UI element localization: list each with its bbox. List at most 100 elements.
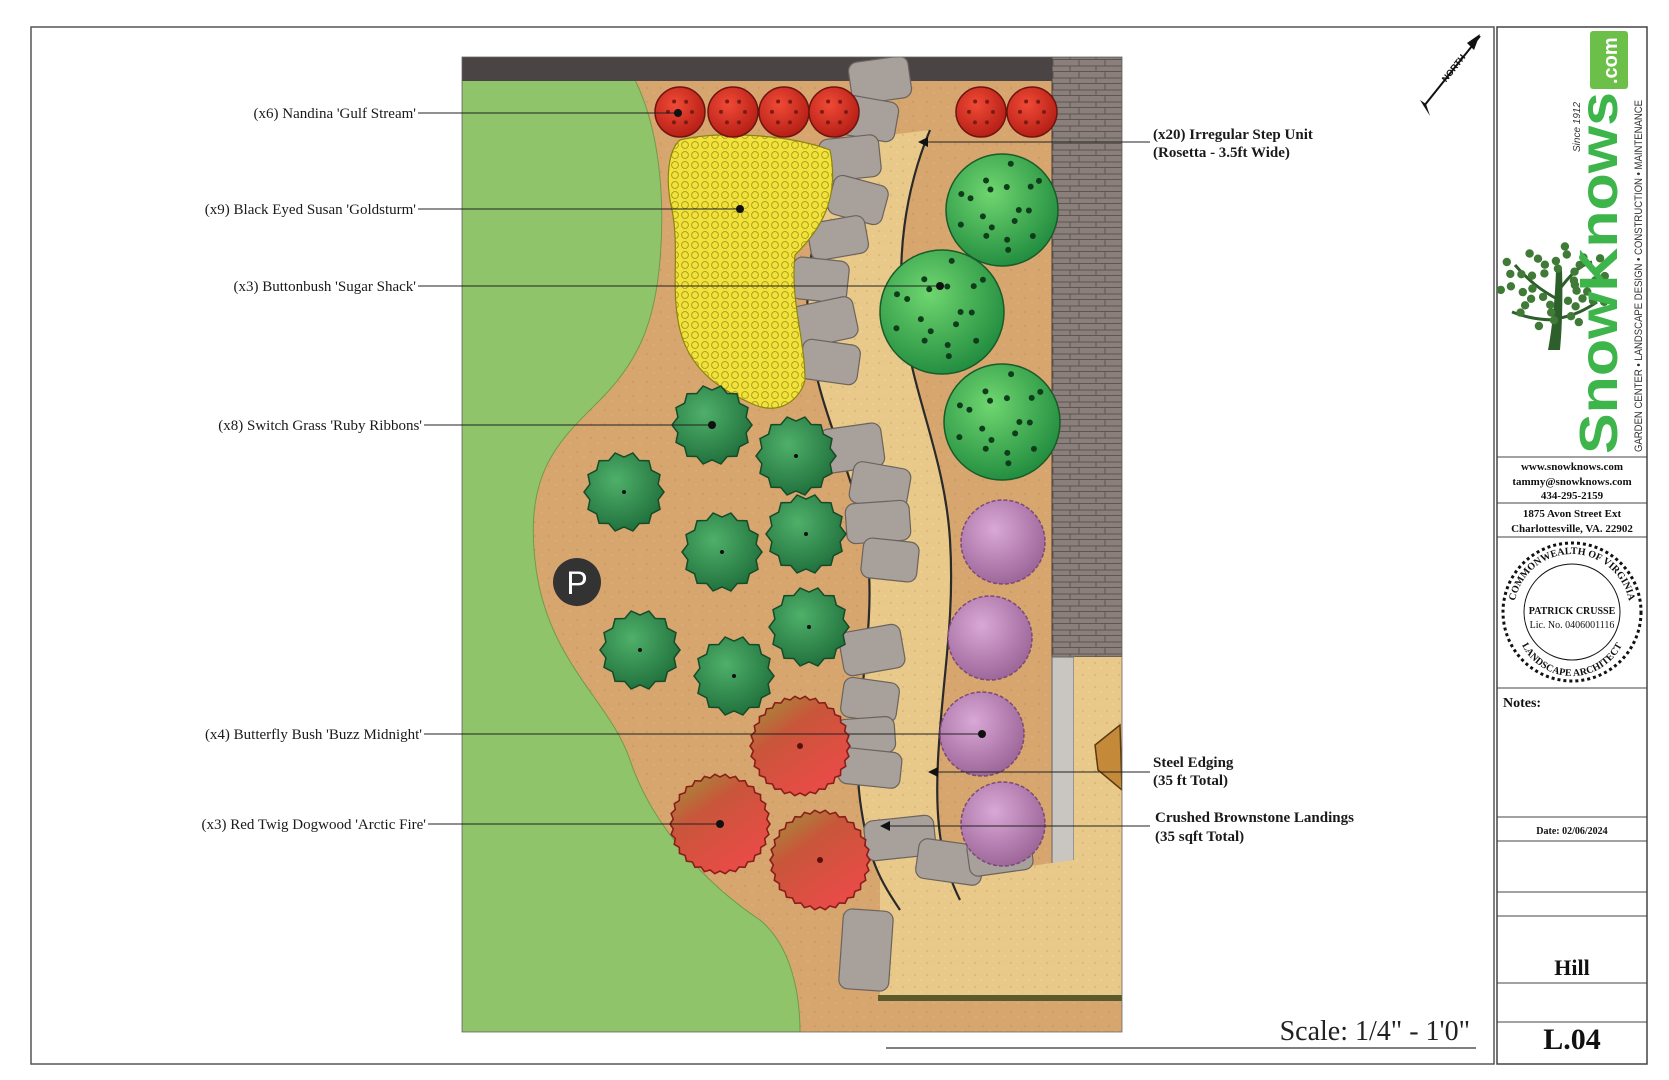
logo-leaf xyxy=(1595,254,1605,263)
butterfly-bush-symbol xyxy=(947,595,1033,681)
buttonbush-texture xyxy=(1025,207,1032,214)
nandina-symbol xyxy=(955,86,1007,138)
logo-leaf xyxy=(1551,256,1561,266)
switch-grass-center xyxy=(794,454,798,458)
nandina-texture xyxy=(719,109,724,114)
logo-leaf xyxy=(1591,276,1600,285)
buttonbush-texture xyxy=(957,309,964,315)
switch-grass-center xyxy=(804,532,808,536)
nandina-texture xyxy=(826,99,831,104)
label-brownstone-2: (35 sqft Total) xyxy=(1155,829,1244,845)
notes-label: Notes: xyxy=(1503,696,1541,711)
dogwood-center xyxy=(797,743,803,749)
nandina-texture xyxy=(737,99,742,104)
buttonbush-texture xyxy=(944,341,951,348)
buttonbush-texture xyxy=(1016,419,1023,425)
label-buttonbush: (x3) Buttonbush 'Sugar Shack' xyxy=(234,279,417,295)
nandina-texture xyxy=(743,110,747,114)
logo-since: Since 1912 xyxy=(1572,102,1583,152)
north-label: NORTH xyxy=(1440,52,1468,83)
buttonbush-texture xyxy=(973,337,980,344)
step-stone xyxy=(844,499,912,545)
buttonbush-texture xyxy=(944,283,951,290)
house-wall xyxy=(1051,656,1075,868)
buttonbush-texture xyxy=(1027,183,1034,190)
callout-dots xyxy=(674,109,986,828)
label-steel-edging-2: (35 ft Total) xyxy=(1153,773,1228,789)
buttonbush-texture xyxy=(983,232,990,239)
logo-services: GARDEN CENTER • LANDSCAPE DESIGN • CONST… xyxy=(1633,100,1645,452)
logo-leaf xyxy=(1600,271,1610,281)
nandina-texture xyxy=(837,120,842,125)
buttonbush-texture xyxy=(927,328,934,335)
patio-edge xyxy=(878,995,1122,1001)
buttonbush-texture xyxy=(917,316,924,323)
email-text: tammy@snowknows.com xyxy=(1512,476,1631,488)
nandina-texture xyxy=(1023,120,1028,125)
nandina-texture xyxy=(972,120,977,125)
house-eave xyxy=(462,57,1122,81)
switch-grass-center xyxy=(807,625,811,629)
logo-leaf xyxy=(1574,317,1584,327)
nandina-texture xyxy=(794,110,798,114)
buttonbush-texture xyxy=(894,291,901,298)
nandina-texture xyxy=(984,120,989,125)
logo-leaf xyxy=(1566,312,1576,321)
logo-leaf xyxy=(1575,260,1584,270)
nandina-texture xyxy=(736,120,741,125)
buttonbush-texture xyxy=(958,190,965,197)
logo-tld-badge xyxy=(1590,31,1628,89)
buttonbush-symbol xyxy=(943,363,1061,481)
buttonbush-texture xyxy=(1007,160,1014,167)
logo-leaf xyxy=(1563,296,1573,305)
buttonbush-texture xyxy=(956,402,963,409)
nandina-texture xyxy=(788,99,793,104)
buttonbush-texture xyxy=(1005,246,1012,253)
buttonbush-texture xyxy=(1003,183,1010,190)
buttonbush-texture xyxy=(953,321,960,328)
logo-leaf xyxy=(1547,308,1556,317)
buttonbush-texture xyxy=(968,309,975,316)
address-line-2: Charlottesville, VA. 22902 xyxy=(1511,523,1633,535)
buttonbush-texture xyxy=(988,437,995,444)
seal-name: PATRICK CRUSSE xyxy=(1529,606,1616,617)
logo-leaf xyxy=(1578,294,1587,303)
phone-text: 434-295-2159 xyxy=(1541,490,1604,502)
nandina-texture xyxy=(844,110,848,114)
plan-view: P xyxy=(462,57,1122,1032)
step-stone xyxy=(806,215,870,261)
switch-grass-center xyxy=(732,674,736,678)
buttonbush-symbol xyxy=(945,153,1059,267)
buttonbush-texture xyxy=(1004,449,1011,456)
buttonbush-texture xyxy=(979,276,986,283)
logo-leaf xyxy=(1553,264,1563,273)
nandina-symbol xyxy=(707,86,759,138)
logo-leaf xyxy=(1581,279,1590,288)
butterfly-bush-symbol xyxy=(960,781,1046,867)
nandina-texture xyxy=(820,109,825,114)
nandina-texture xyxy=(985,99,990,104)
tree-icon xyxy=(1496,242,1610,350)
logo-leaf xyxy=(1506,269,1515,279)
buttonbush-symbol xyxy=(879,249,1005,375)
buttonbush-texture xyxy=(1011,218,1018,225)
logo-leaf xyxy=(1546,300,1555,309)
buttonbush-texture xyxy=(945,353,952,360)
step-stone xyxy=(860,537,920,583)
logo-leaf xyxy=(1517,270,1526,279)
buttonbush-texture xyxy=(970,283,977,290)
label-red-twig-dogwood: (x3) Red Twig Dogwood 'Arctic Fire' xyxy=(202,817,427,833)
snowknows-logo: SnowKnows .com Since 1912 GARDEN CENTER … xyxy=(1496,31,1645,454)
buttonbush-texture xyxy=(948,257,955,264)
nandina-texture xyxy=(725,99,730,104)
buttonbush-texture xyxy=(979,213,986,220)
buttonbush-texture xyxy=(1035,177,1042,184)
steel-edging-right xyxy=(900,129,961,901)
parking-icon xyxy=(553,558,601,606)
nandina-symbol xyxy=(808,86,860,138)
label-butterfly-bush: (x4) Butterfly Bush 'Buzz Midnight' xyxy=(205,727,422,743)
nandina-texture xyxy=(1036,99,1041,104)
plan-frame xyxy=(461,56,1123,1033)
nandina-texture xyxy=(1024,99,1029,104)
lawn-area xyxy=(462,79,801,1032)
